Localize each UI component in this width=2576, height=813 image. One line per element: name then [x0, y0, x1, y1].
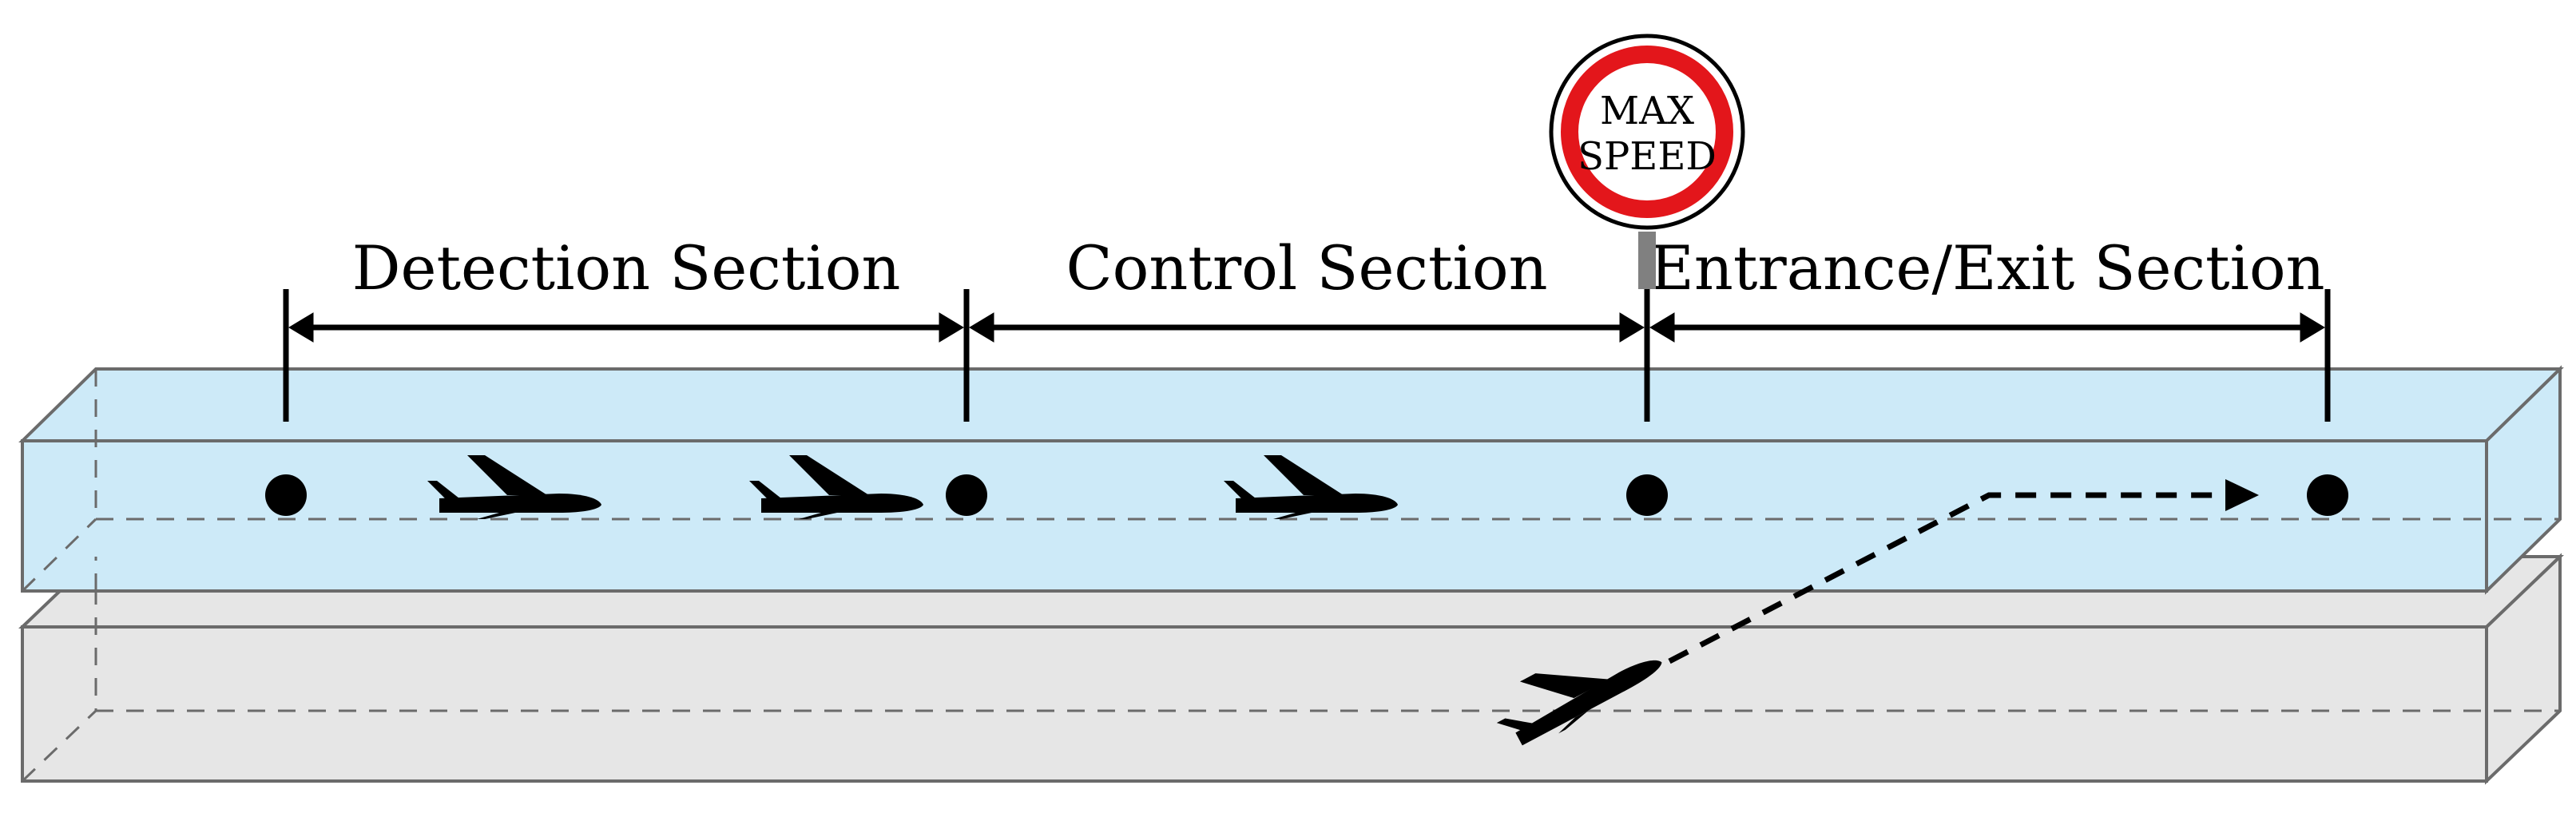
- section-boundaries: [283, 289, 2331, 422]
- entrance-exit-section-label: Entrance/Exit Section: [1649, 232, 2324, 303]
- lower-lane-front-face: [21, 625, 2488, 783]
- sign-text-line1: MAX: [1600, 89, 1694, 133]
- waypoint-dot-3: [1626, 474, 1668, 516]
- sign-red-ring: [1561, 46, 1733, 218]
- detection-arrow-head-left: [288, 312, 314, 343]
- upper-lane-front-face: [21, 439, 2488, 593]
- control-arrow-head-left: [969, 312, 994, 343]
- trajectory-path: [1668, 479, 2259, 664]
- waypoints: [265, 474, 2348, 516]
- max-speed-sign: MAX SPEED: [1549, 34, 1745, 289]
- trajectory-arrow-head: [2225, 479, 2259, 511]
- upper-lane-top-face: [18, 367, 2564, 442]
- section-arrows: [288, 312, 2325, 343]
- control-arrow-head-right: [1619, 312, 1645, 343]
- lower-lane-hidden-diagonal: [21, 709, 97, 783]
- waypoint-dot-2: [946, 474, 987, 516]
- upper-lane: [18, 365, 2564, 595]
- waypoint-dot-1: [265, 474, 307, 516]
- control-section-label: Control Section: [1066, 232, 1547, 303]
- trajectory-dashed-line: [1668, 492, 2229, 664]
- detection-arrow-head-right: [939, 312, 964, 343]
- upper-lane-hidden-diagonal: [21, 518, 97, 593]
- waypoint-dot-4: [2307, 474, 2348, 516]
- entrance-exit-arrow-head-right: [2300, 312, 2325, 343]
- entrance-exit-arrow-head-left: [1649, 312, 1675, 343]
- detection-section-label: Detection Section: [352, 232, 901, 303]
- sign-text-line2: SPEED: [1578, 134, 1717, 179]
- sign-pole: [1638, 232, 1656, 289]
